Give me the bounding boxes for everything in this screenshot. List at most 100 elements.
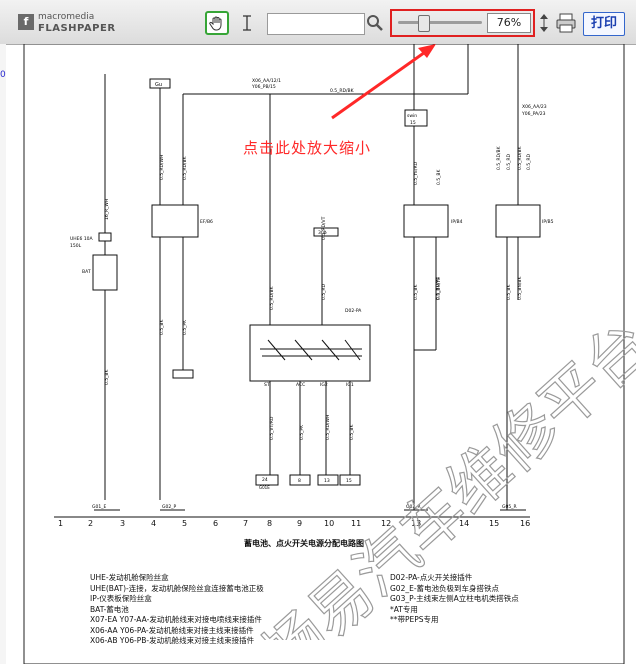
search-input[interactable] <box>267 13 365 35</box>
column-number: 16 <box>520 519 530 528</box>
legend-item: X06-AB Y06-PB-发动机舱线束对接主线束接插件 <box>90 636 255 645</box>
column-number: 2 <box>88 519 93 528</box>
label-wire-right: X06_AA/23 <box>522 104 547 110</box>
column-number: 12 <box>381 519 391 528</box>
column-number: 14 <box>459 519 469 528</box>
wire-label-19: 0.5_BK <box>349 424 355 440</box>
wire-label-23: 0.5_RD/VT <box>321 216 327 240</box>
wire-label-12: 0.5_BK <box>413 284 419 300</box>
label-wire-right2: Y06_PA/23 <box>521 111 546 117</box>
label-battery: BAT <box>82 269 91 275</box>
wire-label-21: 0.5_RD/BK <box>496 145 502 170</box>
column-number: 4 <box>151 519 156 528</box>
zoom-highlight-box <box>390 9 535 37</box>
label-wire-mid: 0.5_RD/BK <box>330 88 355 94</box>
relay-right-1 <box>403 204 449 238</box>
wire-label-10: 0.5_RD/BK <box>517 145 523 170</box>
edge-mark: 0 <box>0 70 6 80</box>
wire-label-16: 0.5_BK <box>506 284 512 300</box>
zoom-percent-field[interactable]: 76% <box>487 13 531 33</box>
wire-label-2: 0.5_RD/WH <box>159 155 165 180</box>
wire-label-17: 0.5_RD/YE <box>435 277 441 300</box>
left-page-edge <box>0 44 6 664</box>
legend-item: X06-AA Y06-PA-发动机舱线束对接主线束接插件 <box>90 625 254 635</box>
legend-item: UHE(BAT)-连接，发动机舱保险丝盒连接蓄电池正极 <box>90 583 264 593</box>
logo-vendor-text: macromedia <box>38 12 95 22</box>
label-terminal-ig1: IG1 <box>346 382 354 388</box>
flashpaper-logo: f macromedia FLASHPAPER <box>18 10 128 38</box>
legend-item: G02_E-蓄电池负极到车身搭铁点 <box>390 583 500 593</box>
legend-item: X07-EA Y07-AA-发动机舱线束对接电喷线束接插件 <box>90 615 262 624</box>
label-box-13: 13 <box>324 478 330 484</box>
label-relay-ef: EF/B6 <box>200 219 213 225</box>
legend-right: D02-PA-点火开关接插件 G02_E-蓄电池负极到车身搭铁点 G03_P-主… <box>390 572 519 625</box>
column-number: 8 <box>267 519 272 528</box>
label-relay-ip2: IP/B5 <box>542 219 554 225</box>
label-switch: D02-PA <box>345 308 362 314</box>
label-terminal-st: ST <box>264 382 270 388</box>
legend-item: IP-仪表板保险丝盒 <box>90 594 152 603</box>
wire-label-1: 16_R_WH <box>104 199 110 220</box>
wire-label-22: 0.5_RD <box>526 153 532 170</box>
print-button[interactable]: 打印 <box>583 12 625 36</box>
wire-label-24: 0.5_BN/YE <box>436 277 442 300</box>
label-ground-4: G05_R <box>502 504 517 510</box>
annotation-arrow <box>331 44 436 120</box>
macromedia-logo-icon: f <box>18 14 34 30</box>
wire-label-4: 0.5_BK <box>159 319 165 335</box>
label-box-8: 8 <box>298 478 301 484</box>
column-number: 15 <box>489 519 499 528</box>
flashpaper-toolbar: f macromedia FLASHPAPER 76% <box>0 0 636 45</box>
label-terminal-ig2: IG2 <box>320 382 328 388</box>
column-number: 6 <box>213 519 218 528</box>
wire-label-14: 0.5_PK <box>299 424 305 440</box>
battery-symbol <box>92 254 118 291</box>
label-box-15: 15 <box>346 478 352 484</box>
column-number: 7 <box>243 519 248 528</box>
label-fuse2: 150L <box>70 243 82 249</box>
wire-label-8: 0.5_YE/RD <box>413 161 419 185</box>
relay-right-2 <box>495 204 541 238</box>
legend-item: UHE-发动机舱保险丝盒 <box>90 573 169 582</box>
relay-left <box>151 204 199 238</box>
wire-label-9: 0.5_RD <box>321 283 327 300</box>
column-number: 9 <box>297 519 302 528</box>
label-relay-ip: IP/B4 <box>451 219 463 225</box>
label-box-24: 24 <box>262 477 268 483</box>
ignition-switch <box>249 324 371 382</box>
column-number: 10 <box>324 519 334 528</box>
legend: UHE-发动机舱保险丝盒 UHE(BAT)-连接，发动机舱保险丝盒连接蓄电池正极… <box>90 572 630 664</box>
wiring-diagram: Gu swin 15 30b X06_AA/12/1 Y06_PB/15 X06… <box>23 44 625 664</box>
zoom-arrows-button[interactable] <box>537 12 551 34</box>
label-fuse: UHE6 10A <box>70 236 94 242</box>
text-select-icon <box>243 15 251 31</box>
legend-item: BAT-蓄电池 <box>90 604 129 614</box>
label-top-right-box: swin <box>407 113 417 119</box>
column-number: 1 <box>58 519 63 528</box>
printer-button[interactable] <box>555 13 577 33</box>
label-ground-2: G02_P <box>162 504 176 510</box>
column-number: 5 <box>182 519 187 528</box>
wire-label-3: 0.5_RD/BK <box>182 155 188 180</box>
column-number: 3 <box>120 519 125 528</box>
hand-tool-button[interactable] <box>205 11 229 35</box>
label-mid-box: 30b <box>318 230 327 236</box>
legend-item: D02-PA-点火开关接插件 <box>390 573 473 582</box>
wire-label-7: 0.5_BK <box>104 369 110 385</box>
printer-icon <box>556 13 576 33</box>
diagram-title: 蓄电池、点火开关电源分配电路图 <box>244 539 364 548</box>
text-select-button[interactable] <box>236 12 258 34</box>
zoom-annotation-text: 点击此处放大缩小 <box>243 139 372 157</box>
zoom-slider-track[interactable] <box>398 21 482 24</box>
column-number: 11 <box>351 519 361 528</box>
zoom-slider-thumb[interactable] <box>417 15 430 32</box>
label-ground-1: G01_E <box>92 504 106 510</box>
column-number: 13 <box>411 519 421 528</box>
logo-product-text: FLASHPAPER <box>38 23 116 34</box>
legend-item: **带PEPS专用 <box>390 615 439 624</box>
fuse-symbol <box>98 232 112 242</box>
wire-label-15: 0.5_RD/WH <box>325 415 331 440</box>
search-button[interactable] <box>364 12 386 34</box>
wire-label-6: 0.5_RD/BK <box>269 285 275 310</box>
